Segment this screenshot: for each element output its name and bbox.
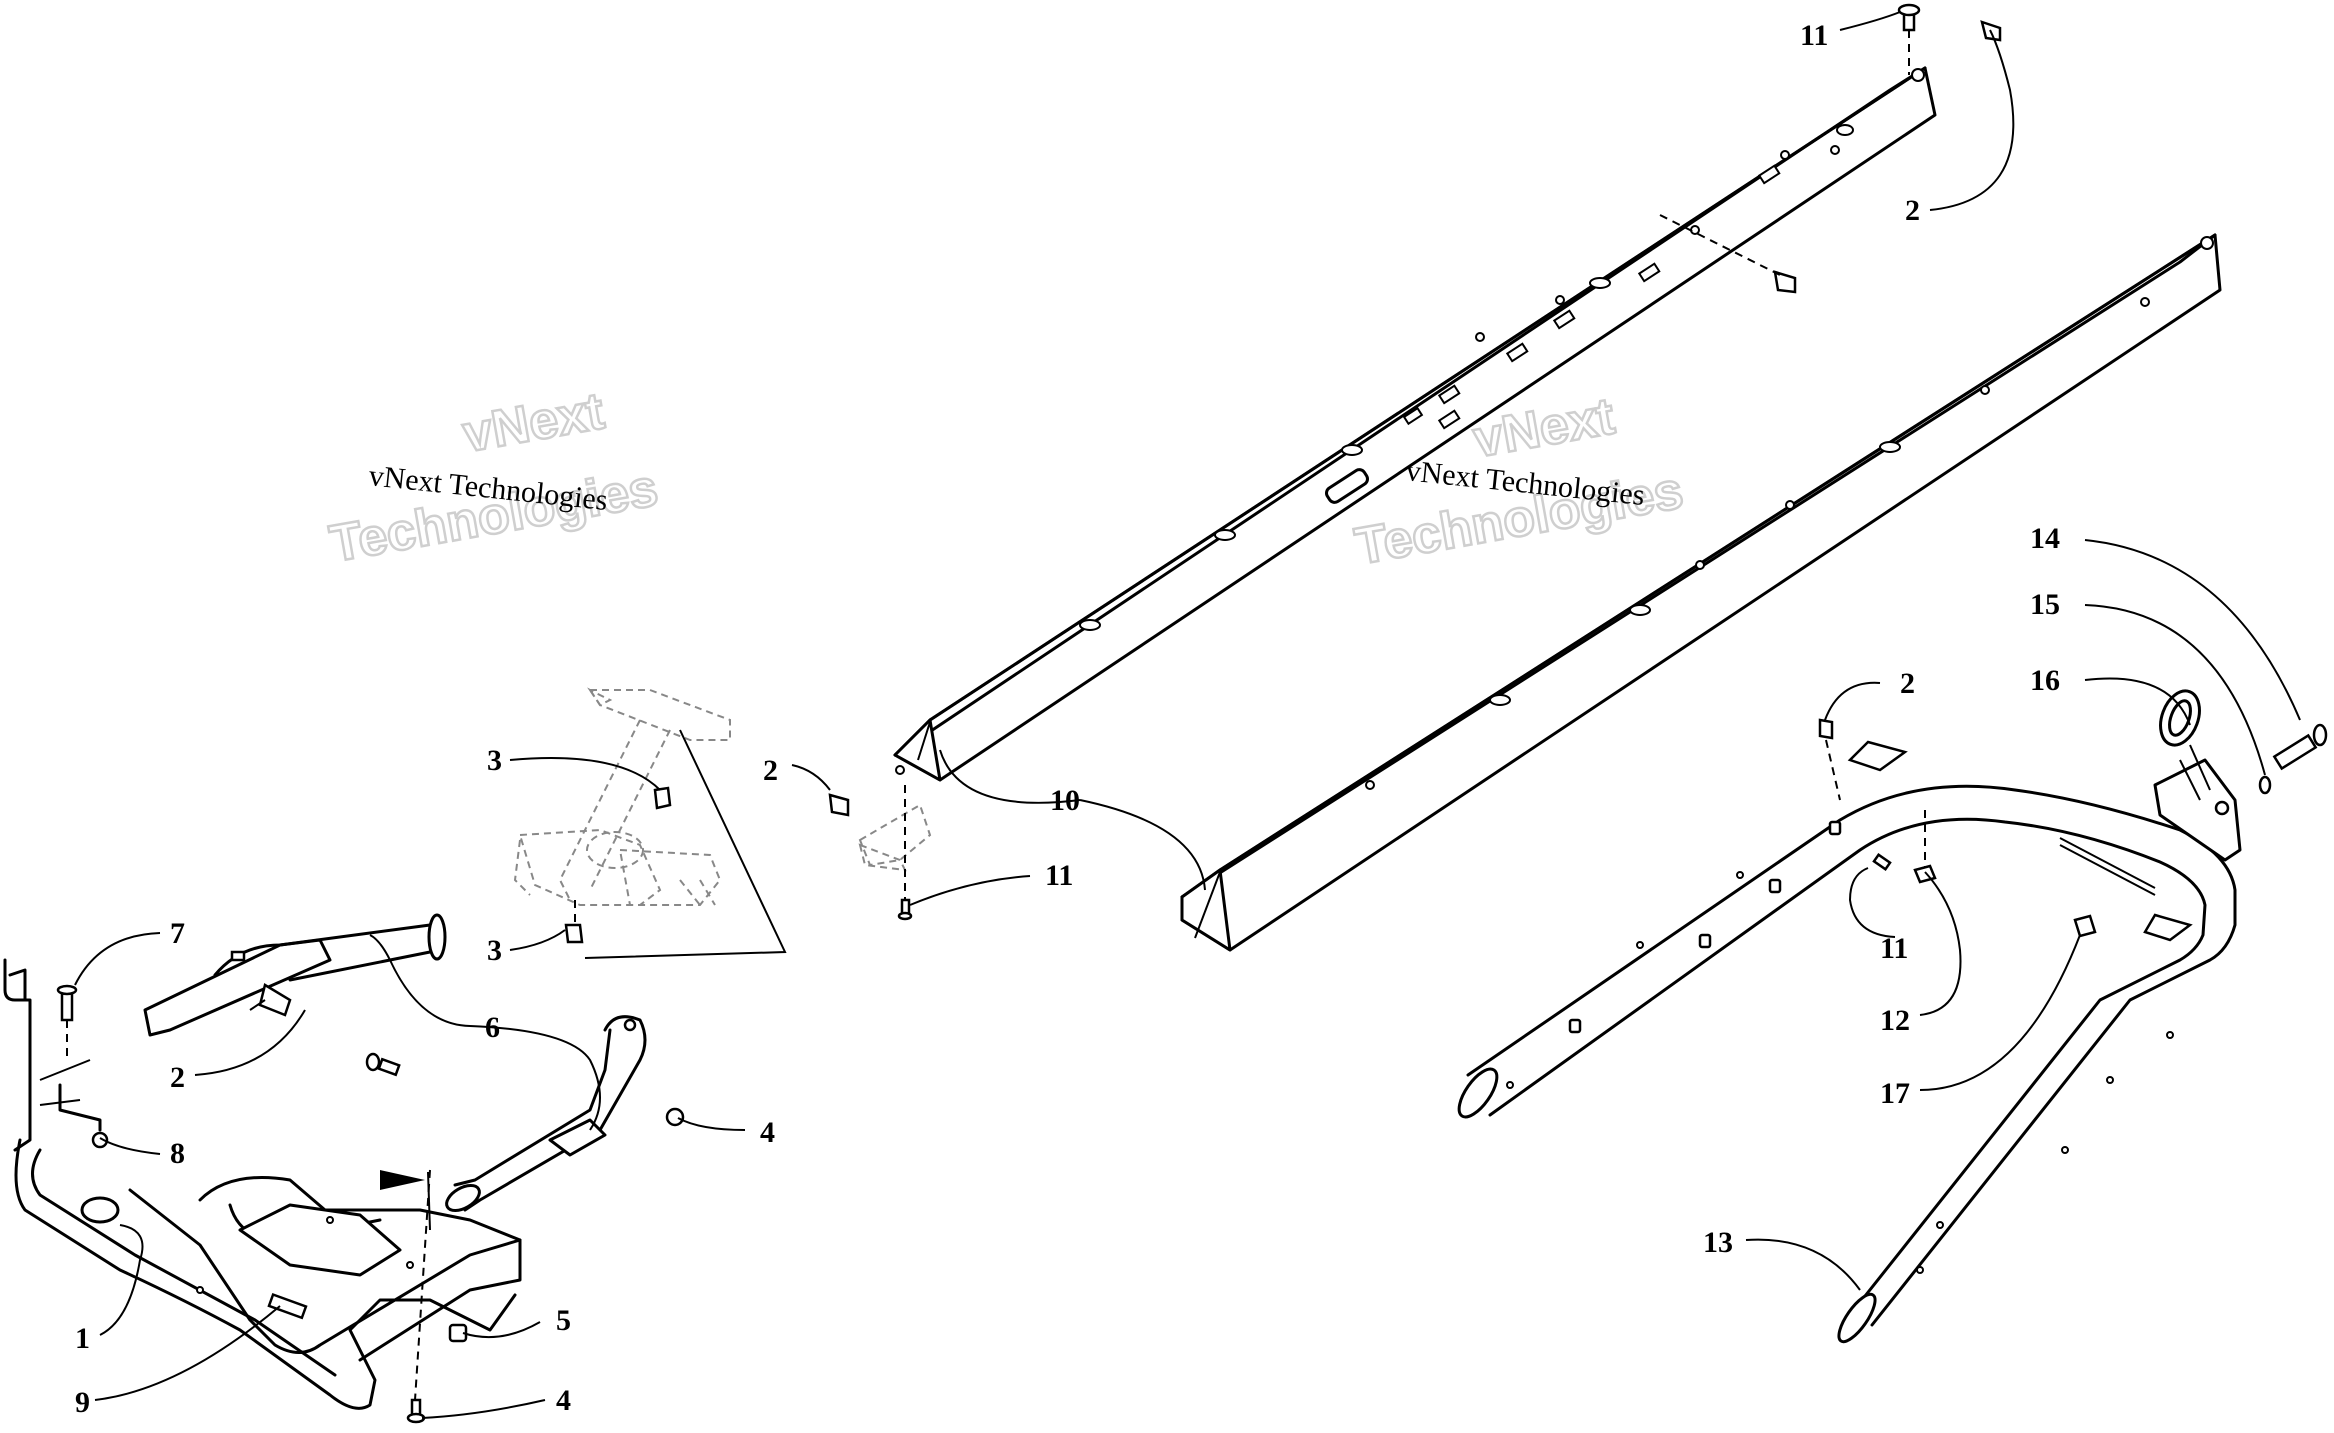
callout-2-right: 2 [1900,667,1915,700]
callout-14: 14 [2030,522,2060,555]
callout-10: 10 [1050,784,1080,817]
callout-5: 5 [556,1304,571,1337]
callout-numbers: 11 2 2 10 11 3 3 7 6 2 8 4 1 5 9 4 14 15… [75,19,2060,1419]
callout-4-lower: 4 [556,1384,571,1417]
callout-4-upper: 4 [760,1116,775,1149]
bumper-side-tube [445,1015,647,1212]
callout-3-upper: 3 [487,744,502,777]
callout-2-top-right: 2 [1905,194,1920,227]
callout-17: 17 [1880,1077,1910,1110]
callout-7: 7 [170,917,185,950]
callout-8: 8 [170,1137,185,1170]
upper-side-rail [893,66,1937,782]
callout-16: 16 [2030,664,2060,697]
callout-15: 15 [2030,588,2060,621]
callout-1: 1 [75,1322,90,1355]
bumper-extension-tube [143,913,447,1037]
watermark-left-big-line1: vNext [459,382,609,464]
callout-11-mid: 11 [1045,859,1073,892]
leader-lines [74,11,2301,1419]
bumper-hardware [56,984,685,1424]
rail-end-bracket [828,785,932,921]
callout-12: 12 [1880,1004,1910,1037]
callout-2-left-rail: 2 [763,754,778,787]
callout-11-top: 11 [1800,19,1828,52]
rail-top-hardware [1659,3,2002,294]
callout-13: 13 [1703,1226,1733,1259]
tow-hitch-assembly [2153,689,2328,862]
callout-9: 9 [75,1386,90,1419]
lower-side-rail [1180,233,2222,952]
callout-6: 6 [485,1011,500,1044]
ghost-frame-bracket [513,687,787,959]
callout-11-right: 11 [1880,932,1908,965]
callout-2-bumper: 2 [170,1061,185,1094]
rear-frame-hoop [1457,740,2237,1344]
front-bumper [3,958,522,1410]
callout-3-lower: 3 [487,934,502,967]
